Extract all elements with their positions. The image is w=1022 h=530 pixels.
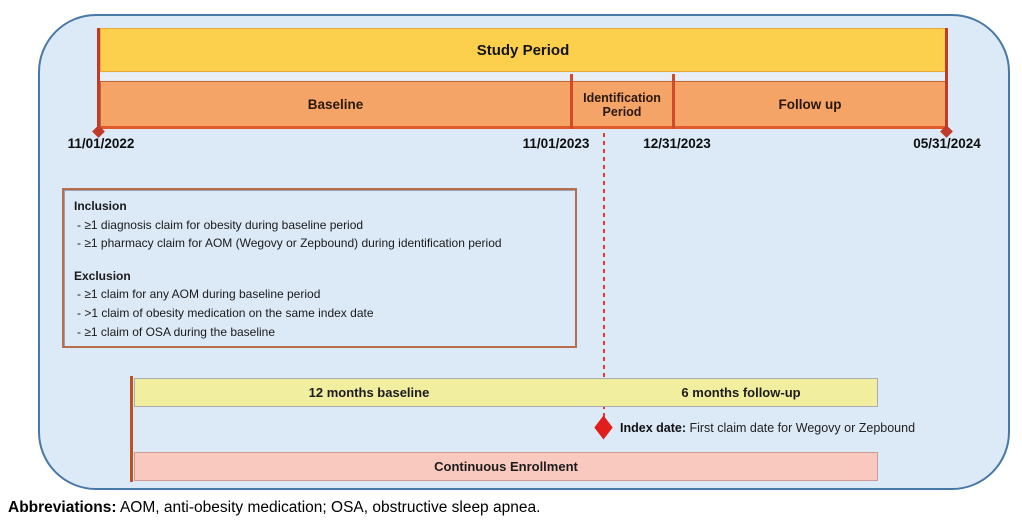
date-identification-end: 12/31/2023	[643, 136, 711, 151]
phase-timeline-bar	[100, 81, 946, 129]
timeline-end-marker	[945, 28, 948, 132]
study-period-label: Study Period	[476, 41, 570, 59]
abbreviations-footnote: Abbreviations: AOM, anti-obesity medicat…	[8, 499, 540, 517]
inclusion-item: - ≥1 pharmacy claim for AOM (Wegovy or Z…	[77, 236, 502, 251]
criteria-box: Inclusion - ≥1 diagnosis claim for obesi…	[62, 188, 577, 348]
date-study-end: 05/31/2024	[913, 136, 981, 151]
criteria-spacer	[74, 253, 565, 267]
identification-start-divider	[570, 74, 573, 129]
index-date-dashed-line	[603, 133, 605, 421]
inclusion-item: - ≥1 diagnosis claim for obesity during …	[77, 217, 364, 232]
date-study-start: 11/01/2022	[67, 136, 135, 151]
patient-followup-label: 6 months follow-up	[681, 385, 801, 400]
exclusion-title: Exclusion	[74, 268, 131, 283]
exclusion-item: - ≥1 claim for any AOM during baseline p…	[77, 287, 321, 302]
index-date-caption-text: First claim date for Wegovy or Zepbound	[686, 421, 916, 435]
bar-separator	[100, 73, 946, 80]
inclusion-title: Inclusion	[74, 199, 127, 213]
followup-segment-label: Follow up	[778, 97, 842, 113]
exclusion-item: - ≥1 claim of OSA during the baseline	[77, 324, 276, 339]
index-date-caption-bold: Index date:	[620, 421, 686, 435]
patient-timeline-start-line	[130, 376, 133, 482]
study-period-bar: Study Period	[100, 28, 946, 72]
patient-baseline-followup-bar	[134, 378, 878, 407]
index-date-caption: Index date: First claim date for Wegovy …	[620, 421, 915, 435]
identification-end-divider	[672, 74, 675, 129]
abbreviations-footnote-text: AOM, anti-obesity medication; OSA, obstr…	[116, 499, 541, 516]
baseline-segment-label: Baseline	[307, 97, 364, 113]
identification-segment-label: Identification Period	[583, 90, 661, 119]
patient-baseline-label: 12 months baseline	[308, 385, 430, 400]
abbreviations-footnote-bold: Abbreviations:	[8, 499, 117, 516]
exclusion-item: - >1 claim of obesity medication on the …	[77, 305, 374, 320]
continuous-enrollment-bar: Continuous Enrollment	[134, 452, 878, 481]
continuous-enrollment-label: Continuous Enrollment	[434, 459, 578, 474]
timeline-start-marker	[97, 28, 100, 132]
date-identification-start: 11/01/2023	[522, 136, 590, 151]
